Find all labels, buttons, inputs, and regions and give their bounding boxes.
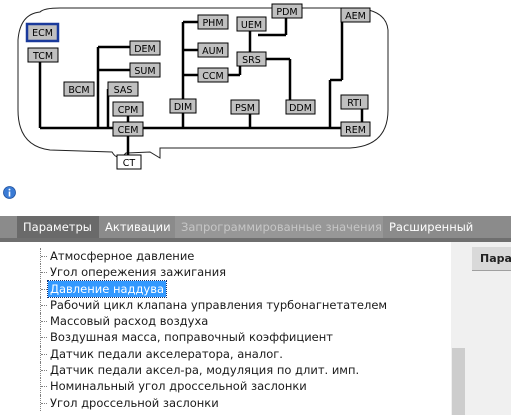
list-item-label: Номинальный угол дроссельной заслонки [50,379,307,394]
module-ddm[interactable]: DDM [285,99,316,115]
list-item-label: Датчик педали аксел-ра, модуляция по дли… [50,363,360,378]
list-item-label: Датчик педали акселератора, аналог. [50,346,283,361]
module-label: DDM [289,103,312,114]
module-tcm[interactable]: TCM [27,47,59,63]
module-label: SAS [114,85,133,96]
list-item-label: Угол опережения зажигания [50,265,227,280]
module-label: DIM [174,102,192,113]
tab-programmed-values[interactable]: Запрограммированные значения [175,216,383,238]
list-item-selected[interactable]: Давление наддува [0,279,450,298]
module-label: SUM [134,66,155,77]
module-label: TCM [32,51,53,62]
tab-activations[interactable]: Активации [99,216,175,238]
module-label: ECM [32,28,53,39]
module-label: CT [123,158,136,169]
module-srs[interactable]: SRS [236,51,267,67]
module-label: PSM [235,103,255,114]
tab-extended[interactable]: Расширенный [383,216,475,238]
module-sum[interactable]: SUM [129,62,161,78]
details-header-divider [472,270,511,271]
list-item[interactable]: Датчик педали аксел-ра, модуляция по дли… [0,362,450,379]
list-item-label: Рабочий цикл клапана управления турбонаг… [50,297,388,312]
list-item-label: Атмосферное давление [50,249,195,263]
tab-label: Расширенный [389,220,474,234]
tab-bar: Параметры Активации Запрограммированные … [0,216,511,238]
list-item-label: Угол дроссельной заслонки [50,395,219,410]
module-cpm[interactable]: CPM [112,101,144,117]
list-item[interactable]: Атмосферное давление [0,248,450,265]
module-aum[interactable]: AUM [197,42,229,58]
module-dem[interactable]: DEM [129,40,161,56]
module-sas[interactable]: SAS [107,81,139,97]
module-rem[interactable]: REM [340,121,371,137]
module-label: AEM [345,11,366,22]
tab-underline [0,238,511,242]
list-item[interactable]: Рабочий цикл клапана управления турбонаг… [0,296,450,314]
module-dim[interactable]: DIM [169,98,197,114]
module-ccm[interactable]: CCM [197,67,229,83]
tab-label: Параметры [23,220,92,234]
parameter-panel [0,242,466,415]
info-icon[interactable] [3,186,16,199]
list-item[interactable]: Угол опережения зажигания [0,264,450,281]
module-label: BCM [68,85,89,96]
tab-label: Запрограммированные значения [181,220,382,234]
list-item[interactable]: Угол дроссельной заслонки [0,394,450,411]
module-phm[interactable]: PHM [197,14,229,30]
module-ecm[interactable]: ECM [25,22,60,43]
tab-parameters[interactable]: Параметры [17,216,99,238]
list-item-label: Давление наддува [46,279,168,298]
module-uem[interactable]: UEM [236,16,267,32]
network-diagram: ECM TCM DEM SUM BCM SAS CPM CEM [17,3,389,170]
module-label: AUM [202,46,224,57]
module-label: DEM [134,44,156,55]
tab-label: Активации [105,220,171,234]
module-label: REM [345,125,366,136]
list-item[interactable]: Датчик педали акселератора, аналог. [0,345,450,363]
module-label: RTI [347,98,362,109]
module-ct[interactable]: CT [116,154,142,170]
module-label: PDM [276,7,297,18]
scrollbar-thumb[interactable] [452,348,465,415]
module-boxes[interactable]: ECM TCM DEM SUM BCM SAS CPM CEM [25,3,371,170]
module-label: CCM [202,71,223,82]
module-label: CPM [118,105,139,116]
module-label: PHM [202,18,223,29]
bus-lines [38,17,370,157]
module-label: SRS [242,55,261,66]
list-item[interactable]: Воздушная масса, поправочный коэффициент [0,329,450,346]
details-panel-header: Пара [472,247,511,270]
list-item[interactable]: Массовый расход воздуха [0,313,450,330]
module-label: UEM [241,20,262,31]
module-psm[interactable]: PSM [230,99,260,115]
list-item[interactable]: Номинальный угол дроссельной заслонки [0,378,450,395]
parameter-list[interactable]: Атмосферное давление Угол опережения заж… [0,248,450,411]
module-aem[interactable]: AEM [340,7,371,23]
module-rti[interactable]: RTI [340,94,369,110]
module-label: CEM [118,125,139,136]
module-bcm[interactable]: BCM [63,81,95,97]
list-item-label: Массовый расход воздуха [50,314,209,329]
list-item-label: Воздушная масса, поправочный коэффициент [50,330,333,345]
module-pdm[interactable]: PDM [271,3,303,19]
module-cem[interactable]: CEM [112,121,144,137]
